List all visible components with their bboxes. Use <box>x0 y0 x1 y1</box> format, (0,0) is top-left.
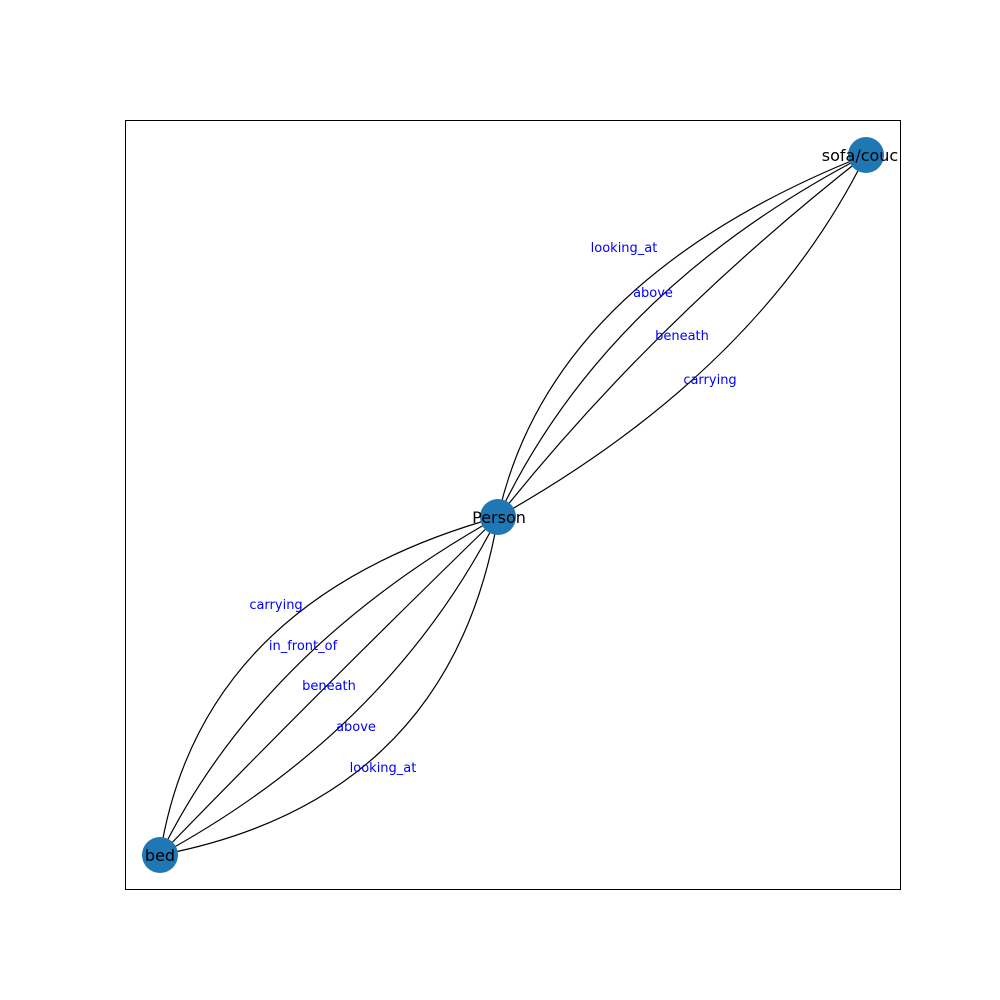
edge-group <box>159 154 867 856</box>
edge-person-sofa-beneath <box>497 154 867 518</box>
edge-person-sofa-carrying <box>497 154 867 518</box>
edge-label-bed-in-front-of: in_front_of <box>269 639 338 654</box>
edge-label-bed-beneath: beneath <box>302 679 356 694</box>
edge-person-bed-looking-at <box>159 516 499 856</box>
node-person <box>480 499 516 535</box>
edge-label-sofa-looking-at: looking_at <box>591 241 658 256</box>
edge-person-sofa-looking-at <box>497 154 867 518</box>
edge-person-bed-above <box>159 516 499 856</box>
edge-label-bed-looking-at: looking_at <box>350 761 417 776</box>
node-label-group: Person sofa/couc bed <box>145 146 898 865</box>
node-group <box>142 137 884 873</box>
edge-person-bed-beneath <box>159 516 499 856</box>
node-label-person: Person <box>472 508 526 527</box>
plot-frame <box>125 120 901 890</box>
node-label-bed: bed <box>145 846 175 865</box>
edge-label-bed-above: above <box>336 720 376 735</box>
edge-label-group: looking_at above beneath carrying carryi… <box>249 241 736 776</box>
node-label-sofa: sofa/couc <box>822 146 898 165</box>
edge-label-sofa-above: above <box>633 286 673 301</box>
edge-label-bed-carrying: carrying <box>249 598 302 613</box>
node-bed <box>142 837 178 873</box>
edge-person-bed-carrying <box>159 516 499 856</box>
edge-label-sofa-beneath: beneath <box>655 329 709 344</box>
edge-person-sofa-above <box>497 154 867 518</box>
edge-label-sofa-carrying: carrying <box>683 373 736 388</box>
edge-person-bed-in-front-of <box>159 516 499 856</box>
node-sofa <box>848 137 884 173</box>
